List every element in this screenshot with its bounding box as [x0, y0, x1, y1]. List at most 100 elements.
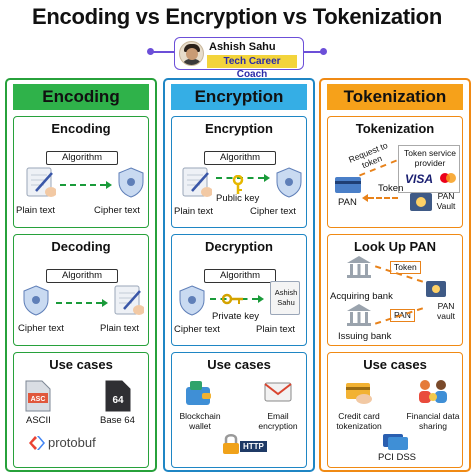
- private-key-label: Private key: [212, 311, 259, 322]
- lookup-pan-panel: Look Up PAN Token Acquiring bank PAN vau…: [327, 234, 463, 346]
- vault-icon: [410, 193, 432, 211]
- arrow-line: [56, 302, 102, 304]
- arrow-line: [216, 177, 264, 179]
- pan-label: PAN: [338, 197, 357, 208]
- file-icon: 64: [105, 380, 131, 412]
- provider-label: Token service provider: [404, 148, 456, 168]
- tokenization-column: Tokenization Tokenization Request to tok…: [319, 78, 471, 472]
- issuing-bank-label: Issuing bank: [338, 331, 392, 342]
- arrow-head: [362, 194, 368, 202]
- paper-text: Ashish Sahu: [274, 288, 298, 307]
- arrow-head: [102, 299, 108, 307]
- bank-icon: [347, 304, 371, 326]
- file-icon: ASC: [25, 380, 51, 412]
- hand-writing-icon: [114, 285, 144, 315]
- people-icon: [419, 380, 447, 403]
- shield-lock-icon: [118, 167, 144, 198]
- arrow-head: [264, 174, 270, 182]
- wallet-icon: [186, 381, 211, 405]
- svg-text:ASC: ASC: [31, 396, 46, 403]
- hand-writing-icon: [182, 167, 212, 197]
- panel-title: Use cases: [363, 357, 427, 372]
- cipher-text-label: Cipher text: [250, 206, 296, 217]
- algorithm-box: Algorithm: [204, 151, 276, 165]
- bank-icon: [347, 256, 371, 278]
- algorithm-box: Algorithm: [46, 151, 118, 165]
- encoding-panel: Encoding Algorithm Plain text Cipher tex…: [13, 116, 149, 228]
- use-case-pci-dss: PCI DSS: [378, 452, 417, 463]
- avatar: [179, 41, 204, 66]
- panel-title: Use cases: [207, 357, 271, 372]
- token-label: Token: [378, 183, 404, 194]
- public-key-label: Public key: [216, 193, 260, 204]
- plain-text-label: Plain text: [174, 206, 214, 217]
- panel-title: Look Up PAN: [353, 239, 437, 254]
- encryption-panel: Encryption Algorithm Public key Plain te…: [171, 116, 307, 228]
- hand-writing-icon: [26, 167, 56, 197]
- panel-title: Encoding: [51, 121, 111, 136]
- encryption-header: Encryption: [171, 84, 307, 110]
- panel-title: Decryption: [205, 239, 273, 254]
- author-role: Tech Career Coach: [207, 55, 297, 80]
- author-name: Ashish Sahu: [209, 41, 276, 53]
- tokenization-header: Tokenization: [327, 84, 463, 110]
- encryption-column: Encryption Encryption Algorithm Public k…: [163, 78, 315, 472]
- panel-title: Decoding: [51, 239, 111, 254]
- use-case-financial-data: Financial data sharing: [406, 411, 460, 431]
- algorithm-box: Algorithm: [204, 269, 276, 283]
- plain-text-label: Plain text: [256, 324, 296, 335]
- mastercard-icon: [440, 173, 456, 183]
- acquiring-bank-label: Acquiring bank: [330, 291, 393, 302]
- use-case-base64: Base 64: [100, 415, 135, 426]
- arrow-line: [60, 184, 106, 186]
- credit-card-icon: [335, 177, 361, 193]
- pan-tag: PAN: [390, 309, 415, 322]
- panel-title: Use cases: [49, 357, 113, 372]
- cipher-text-label: Cipher text: [94, 205, 140, 216]
- credit-card-icon: [346, 383, 372, 404]
- algorithm-box: Algorithm: [46, 269, 118, 283]
- token-tag: Token: [390, 261, 421, 274]
- decoding-panel: Decoding Algorithm Cipher text Plain tex…: [13, 234, 149, 346]
- use-case-email: Email encryption: [258, 411, 298, 431]
- tokenization-panel: Tokenization Request to token Token serv…: [327, 116, 463, 228]
- padlock-icon: [223, 434, 239, 454]
- key-icon: [222, 293, 243, 305]
- encoding-use-cases-panel: Use cases ASC 64 ASCII Base 64 protobuf: [13, 352, 149, 468]
- arrow-head: [258, 295, 264, 303]
- cipher-text-label: Cipher text: [174, 324, 220, 335]
- protobuf-logo: protobuf: [48, 435, 96, 450]
- encryption-use-cases-panel: Use cases Blockchain wallet Email encryp…: [171, 352, 307, 468]
- use-case-blockchain: Blockchain wallet: [179, 411, 221, 431]
- decryption-panel: Decryption Algorithm Private key Ashish …: [171, 234, 307, 346]
- shield-lock-icon: [23, 285, 49, 316]
- arrow-line: [368, 197, 398, 199]
- encoding-column: Encoding Encoding Algorithm Plain text C…: [5, 78, 157, 472]
- panel-title: Encryption: [205, 121, 273, 136]
- document-icon: Ashish Sahu: [270, 281, 300, 315]
- plain-text-label: Plain text: [16, 205, 56, 216]
- credit-card-icon: [383, 434, 408, 450]
- envelope-icon: [264, 382, 292, 402]
- use-case-ascii: ASCII: [26, 415, 51, 426]
- tokenization-use-cases-panel: Use cases Credit card tokenization Finan…: [327, 352, 463, 468]
- key-icon: [232, 175, 244, 194]
- token-service-provider: Token service provider VISA: [398, 145, 460, 193]
- author-badge: Ashish Sahu Tech Career Coach: [174, 37, 304, 80]
- arrow-head: [106, 181, 112, 189]
- plain-text-label: Plain text: [100, 323, 140, 334]
- svg-text:64: 64: [112, 395, 124, 406]
- encoding-header: Encoding: [13, 84, 149, 110]
- vault-icon: [426, 281, 446, 297]
- protobuf-icon: [29, 436, 45, 450]
- pan-vault-label: PAN vault: [437, 301, 455, 321]
- shield-lock-icon: [179, 285, 205, 316]
- page-title: Encoding vs Encryption vs Tokenization: [32, 4, 442, 29]
- use-case-credit-card: Credit card tokenization: [336, 411, 382, 431]
- http-badge: HTTP: [240, 441, 267, 452]
- shield-lock-icon: [276, 167, 302, 198]
- pan-vault-label: PAN Vault: [436, 191, 456, 211]
- visa-logo: VISA: [405, 172, 434, 186]
- panel-title: Tokenization: [355, 121, 435, 136]
- cipher-text-label: Cipher text: [18, 323, 64, 334]
